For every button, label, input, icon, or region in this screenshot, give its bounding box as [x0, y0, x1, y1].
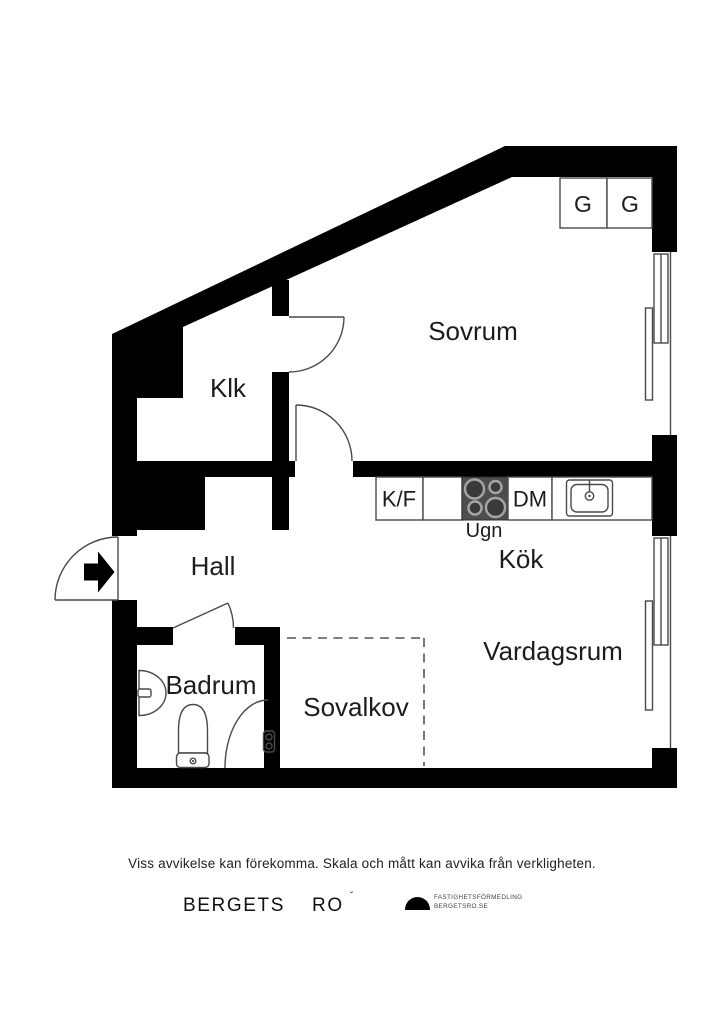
label-closet-g2: G: [621, 191, 639, 217]
sovrum-door: [295, 404, 353, 462]
livingroom-radiator: [644, 600, 654, 711]
room-label-sovalkov: Sovalkov: [303, 692, 409, 722]
room-label-sovrum: Sovrum: [428, 316, 518, 346]
label-dm: DM: [513, 487, 547, 512]
bedroom-radiator: [644, 307, 654, 401]
livingroom-window: [644, 536, 672, 748]
brand-row: BERGETS RO ˘ FASTIGHETSFÖRMEDLING BERGET…: [0, 891, 724, 923]
room-label-kok: Kök: [499, 544, 545, 574]
badrum-door: [172, 602, 235, 629]
counter-box: [422, 476, 463, 521]
logo-text-line1: FASTIGHETSFÖRMEDLING: [434, 894, 523, 901]
disclaimer-text: Viss avvikelse kan förekomma. Skala och …: [128, 856, 596, 871]
room-label-klk: Klk: [210, 373, 247, 403]
brand-word-ro: RO: [312, 895, 344, 916]
sink-counter-box: [551, 476, 653, 521]
fridge-box: [375, 476, 424, 521]
room-label-hall: Hall: [191, 551, 236, 581]
entrance-opening: [108, 536, 140, 600]
dome-logo-icon: [405, 897, 430, 910]
stove-burners: [463, 478, 507, 519]
label-ugn: Ugn: [466, 520, 503, 542]
toilet: [175, 703, 210, 769]
interior-walls: [137, 280, 652, 768]
label-kf: K/F: [382, 487, 416, 512]
label-closet-g1: G: [574, 191, 592, 217]
room-label-vardagsrum: Vardagsrum: [483, 636, 623, 666]
kitchen-counter: [375, 476, 653, 521]
sovalkov-dashed-outline: [287, 637, 425, 766]
shower: [224, 699, 276, 769]
closet-boxes: [559, 177, 653, 229]
brand-word-bergets: BERGETS: [183, 895, 285, 916]
brand-mark: ˘: [350, 891, 354, 902]
klk-door: [288, 316, 345, 373]
entrance-door: [54, 536, 119, 601]
bedroom-window: [644, 252, 672, 435]
logo-text: FASTIGHETSFÖRMEDLING BERGETSRO.SE: [434, 894, 522, 911]
bathroom-sink: [137, 669, 167, 717]
logo-text-line2: BERGETSRO.SE: [434, 902, 489, 910]
kitchen-sink: [565, 479, 614, 517]
room-label-badrum: Badrum: [165, 670, 256, 700]
entrance-arrow-icon: [84, 551, 115, 593]
